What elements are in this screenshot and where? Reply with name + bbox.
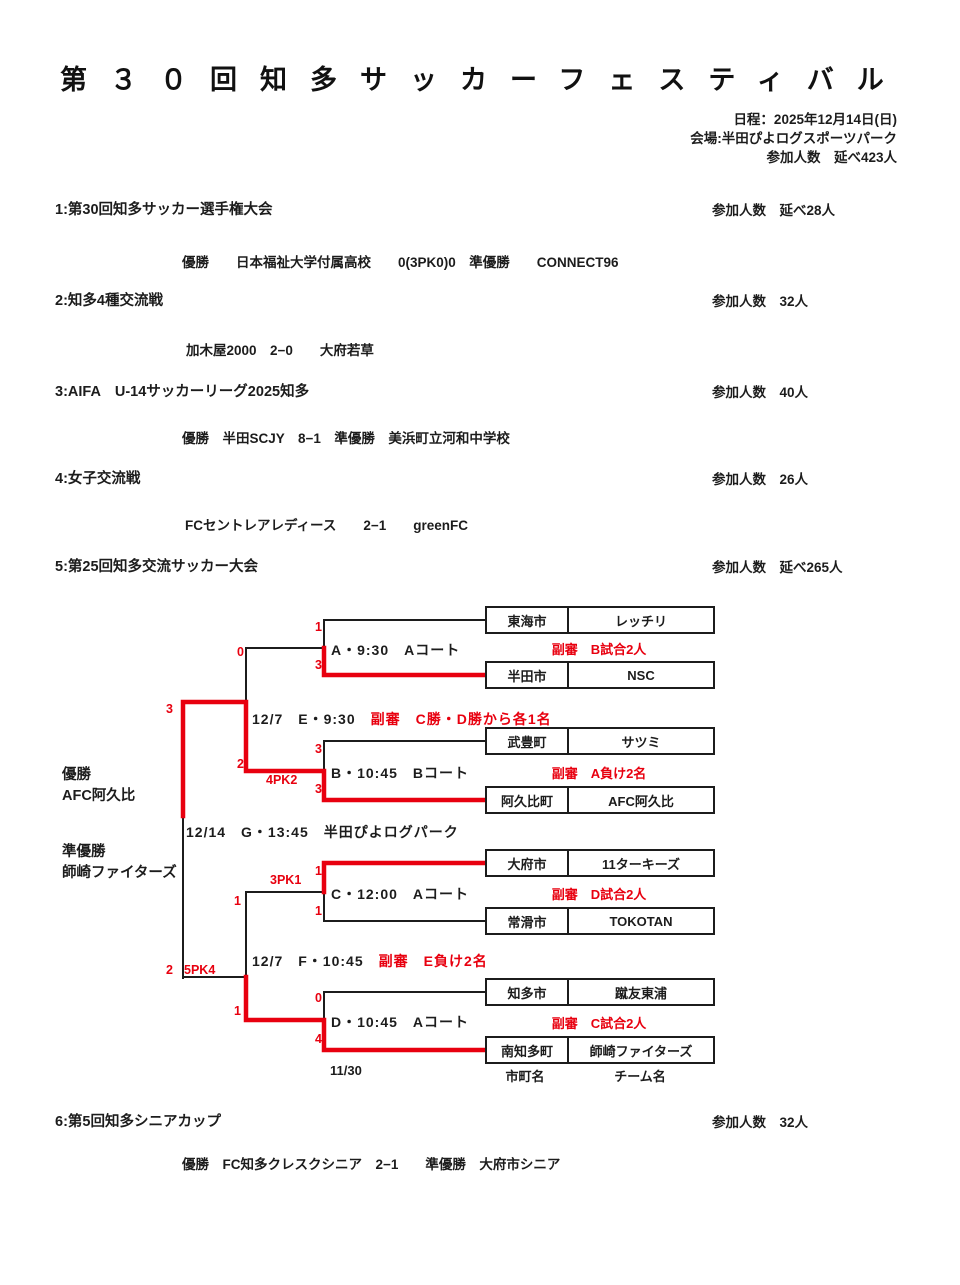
team-box-5: 大府市 11ターキーズ [485,849,715,877]
team-2-name: NSC [627,667,655,683]
section-2-result: 加木屋2000 2−0 大府若草 [186,343,374,358]
event-participants: 参加人数 延べ423人 [766,150,897,165]
team-2-city: 半田市 [487,663,569,687]
score-d-top: 0 [315,991,322,1005]
team-3-name: サツミ [621,734,661,750]
team-box-4: 阿久比町 AFC阿久比 [485,786,715,814]
match-e-schedule: 12/7 E・9:30 [252,711,371,727]
team-5-city: 大府市 [487,851,569,875]
score-c-top: 1 [315,864,322,878]
team-3-city: 武豊町 [487,729,569,753]
section-4-title: 4:女子交流戦 [55,471,141,487]
match-d-label: D・10:45 Aコート [331,1014,470,1030]
referee-note-d: 副審 C試合2人 [551,1016,647,1031]
section-6-participants: 参加人数 32人 [712,1115,809,1130]
city-column-label: 市町名 [505,1069,545,1084]
score-b-bottom: 3 [315,782,322,796]
score-e-top: 0 [237,645,244,659]
section-1-participants: 参加人数 延べ28人 [712,203,836,218]
section-3-result: 優勝 半田SCJY 8−1 準優勝 美浜町立河和中学校 [182,431,510,446]
section-6-result: 優勝 FC知多クレスクシニア 2−1 準優勝 大府市シニア [182,1157,561,1172]
bracket-date: 11/30 [330,1063,362,1078]
match-f-label: 12/7 F・10:45 副審 E負け2名 [252,951,488,971]
team-4-city: 阿久比町 [487,788,569,812]
score-e-bottom: 2 [237,757,244,771]
team-6-name: TOKOTAN [609,913,673,929]
referee-note-c: 副審 D試合2人 [551,887,647,902]
team-box-1: 東海市 レッチリ [485,606,715,634]
page-title: 第３０回知多サッカーフェスティバル [60,65,907,95]
event-venue: 会場:半田ぴよログスポーツパーク [690,131,897,146]
section-4-result: FCセントレアレディース 2−1 greenFC [185,518,469,533]
team-box-7: 知多市 蹴友東浦 [485,978,715,1006]
section-4-participants: 参加人数 26人 [712,472,809,487]
team-6-city: 常滑市 [487,909,569,933]
score-g-top: 3 [166,702,173,716]
section-5-title: 5:第25回知多交流サッカー大会 [55,559,259,575]
score-g-bottom: 2 [166,963,173,977]
section-1-result: 優勝 日本福祉大学付属高校 0(3PK0)0 準優勝 CONNECT96 [182,255,619,270]
score-b-top: 3 [315,742,322,756]
team-box-6: 常滑市 TOKOTAN [485,907,715,935]
match-f-schedule: 12/7 F・10:45 [252,953,379,969]
pk-result-c: 3PK1 [270,873,302,887]
team-4-name: AFC阿久比 [608,793,674,809]
match-e-referee-note: 副審 C勝・D勝から各1名 [370,711,552,727]
team-box-2: 半田市 NSC [485,661,715,689]
event-info: 日程：2025年12月14日(日) 会場:半田ぴよログスポーツパーク 参加人数 … [690,110,897,167]
match-c-label: C・12:00 Aコート [331,886,470,902]
team-7-city: 知多市 [487,980,569,1004]
team-7-name: 蹴友東浦 [614,985,667,1001]
score-a-bottom: 3 [315,658,322,672]
score-d-bottom: 4 [315,1032,322,1046]
team-column-label: チーム名 [614,1069,666,1084]
pk-result-f: 5PK4 [184,963,216,977]
score-c-bottom: 1 [315,904,322,918]
champion-label: 優勝 AFC阿久比 [62,767,136,804]
pk-result-b: 4PK2 [266,773,298,787]
section-6-title: 6:第5回知多シニアカップ [55,1114,221,1130]
event-date: 日程：2025年12月14日(日) [733,112,897,127]
team-8-city: 南知多町 [487,1038,569,1062]
section-1-title: 1:第30回知多サッカー選手権大会 [55,202,273,218]
section-3-participants: 参加人数 40人 [712,385,809,400]
match-a-label: A・9:30 Aコート [331,642,461,658]
section-2-participants: 参加人数 32人 [712,294,809,309]
score-f-bottom: 1 [234,1004,241,1018]
score-a-top: 1 [315,620,322,634]
referee-note-a: 副審 B試合2人 [551,642,647,657]
team-1-name: レッチリ [614,613,667,629]
match-f-referee-note: 副審 E負け2名 [378,953,488,969]
match-b-label: B・10:45 Bコート [331,765,470,781]
team-box-8: 南知多町 師崎ファイターズ [485,1036,715,1064]
team-5-name: 11ターキーズ [601,856,681,872]
final-g-label: 12/14 G・13:45 半田ぴよログパーク [186,824,459,840]
team-8-name: 師崎ファイターズ [589,1043,693,1059]
runner-up-label: 準優勝 師崎ファイターズ [62,844,177,881]
team-box-3: 武豊町 サツミ [485,727,715,755]
section-3-title: 3:AIFA U-14サッカーリーグ2025知多 [55,384,310,400]
team-1-city: 東海市 [487,608,569,632]
section-2-title: 2:知多4種交流戦 [55,293,163,309]
referee-note-b: 副審 A負け2名 [551,766,647,781]
score-f-top: 1 [234,894,241,908]
match-e-label: 12/7 E・9:30 副審 C勝・D勝から各1名 [252,709,552,729]
section-5-participants: 参加人数 延べ265人 [712,560,843,575]
